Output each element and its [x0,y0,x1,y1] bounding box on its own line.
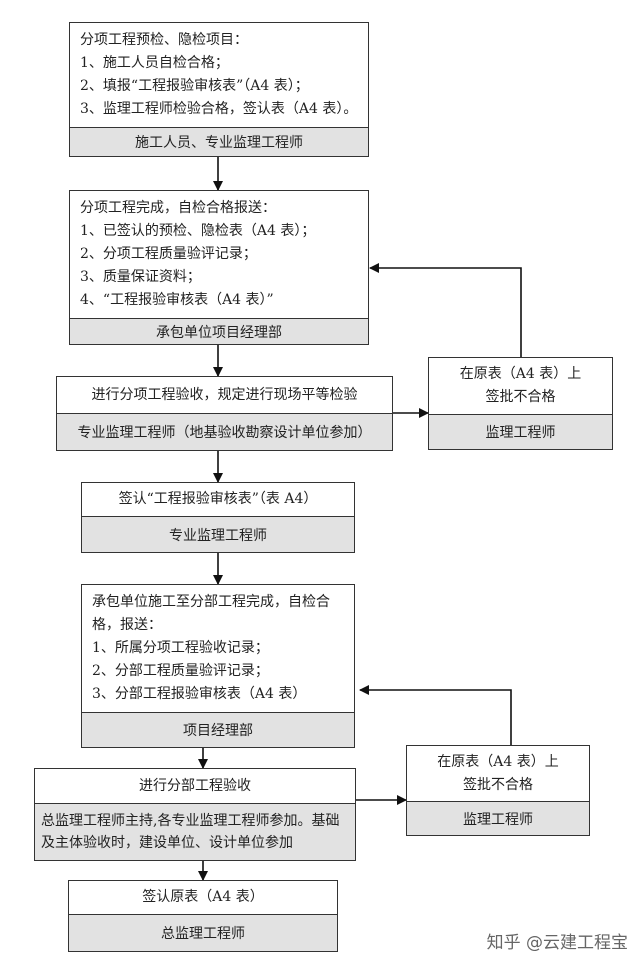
step-sign-form-line: 签认“工程报验审核表”（表 A4） [118,491,318,507]
step-sign-form-box: 签认“工程报验审核表”（表 A4） 专业监理工程师 [81,482,355,553]
step-division-submission-line: 承包单位施工至分部工程完成，自检合 [92,594,330,610]
step-sign-original-content: 签认原表（A4 表） [69,881,337,914]
reject-division-line: 签批不合格 [463,776,533,793]
step-submission-line: 2、分项工程质量验评记录； [80,246,257,262]
step-division-submission-content: 承包单位施工至分部工程完成，自检合 格，报送： 1、所属分项工程验收记录； 2、… [82,585,354,712]
step-preinspection-line: 3、监理工程师检验合格，签认表（A4 表）。 [80,101,358,117]
step-preinspection-line: 1、施工人员自检合格； [80,55,229,71]
step-division-acceptance-role: 总监理工程师主持,各专业监理工程师参加。基础及主体验收时，建设单位、设计单位参加 [35,803,355,860]
step-subitem-acceptance-role: 专业监理工程师（地基验收勘察设计单位参加） [57,413,392,450]
step-sign-form-role: 专业监理工程师 [82,516,354,552]
reject-division-box: 在原表（A4 表）上 签批不合格 监理工程师 [406,745,590,836]
watermark: 知乎 @云建工程宝 [486,933,628,953]
step-sign-original-box: 签认原表（A4 表） 总监理工程师 [68,880,338,952]
step-division-acceptance-line: 进行分部工程验收 [139,777,251,794]
step-division-submission-line: 格，报送： [92,617,162,633]
step-preinspection-box: 分项工程预检、隐检项目： 1、施工人员自检合格； 2、填报“工程报验审核表”（A… [69,22,369,157]
step-division-submission-role: 项目经理部 [82,712,354,747]
step-submission-line: 1、已签认的预检、隐检表（A4 表）； [80,223,316,239]
step-submission-content: 分项工程完成，自检合格报送： 1、已签认的预检、隐检表（A4 表）； 2、分项工… [70,191,368,318]
step-sign-original-line: 签认原表（A4 表） [142,889,264,905]
step-sign-original-role: 总监理工程师 [69,914,337,951]
step-submission-line: 4、“工程报验审核表（A4 表）” [80,292,274,308]
step-preinspection-role: 施工人员、专业监理工程师 [70,127,368,156]
reject-subitem-line: 在原表（A4 表）上 [459,366,582,382]
step-sign-form-content: 签认“工程报验审核表”（表 A4） [82,483,354,516]
arrow-b4-b2 [369,263,522,357]
reject-subitem-box: 在原表（A4 表）上 签批不合格 监理工程师 [428,357,613,450]
step-preinspection-content: 分项工程预检、隐检项目： 1、施工人员自检合格； 2、填报“工程报验审核表”（A… [70,23,368,127]
step-division-submission-line: 2、分部工程质量验评记录； [92,663,269,679]
step-subitem-acceptance-content: 进行分项工程验收，规定进行现场平等检验 [57,377,392,413]
reject-division-line: 在原表（A4 表）上 [437,753,559,770]
reject-division-role: 监理工程师 [407,801,589,835]
step-division-submission-line: 3、分部工程报验审核表（A4 表） [92,686,307,702]
reject-subitem-line: 签批不合格 [485,389,556,405]
step-subitem-acceptance-line: 进行分项工程验收，规定进行现场平等检验 [91,386,358,403]
reject-division-content: 在原表（A4 表）上 签批不合格 [407,746,589,801]
step-division-acceptance-content: 进行分部工程验收 [35,769,355,803]
arrow-b8-b6 [359,685,512,745]
step-division-submission-line: 1、所属分项工程验收记录； [92,640,269,656]
step-submission-line: 3、质量保证资料； [80,269,201,285]
step-submission-line: 分项工程完成，自检合格报送： [80,200,276,216]
step-preinspection-line: 2、填报“工程报验审核表”（A4 表）； [80,78,309,94]
step-submission-box: 分项工程完成，自检合格报送： 1、已签认的预检、隐检表（A4 表）； 2、分项工… [69,190,369,345]
reject-subitem-content: 在原表（A4 表）上 签批不合格 [429,358,612,414]
reject-subitem-role: 监理工程师 [429,414,612,449]
step-submission-role: 承包单位项目经理部 [70,318,368,344]
step-division-submission-box: 承包单位施工至分部工程完成，自检合 格，报送： 1、所属分项工程验收记录； 2、… [81,584,355,748]
step-preinspection-line: 分项工程预检、隐检项目： [80,32,248,48]
step-division-acceptance-box: 进行分部工程验收 总监理工程师主持,各专业监理工程师参加。基础及主体验收时，建设… [34,768,356,861]
step-subitem-acceptance-box: 进行分项工程验收，规定进行现场平等检验 专业监理工程师（地基验收勘察设计单位参加… [56,376,393,451]
